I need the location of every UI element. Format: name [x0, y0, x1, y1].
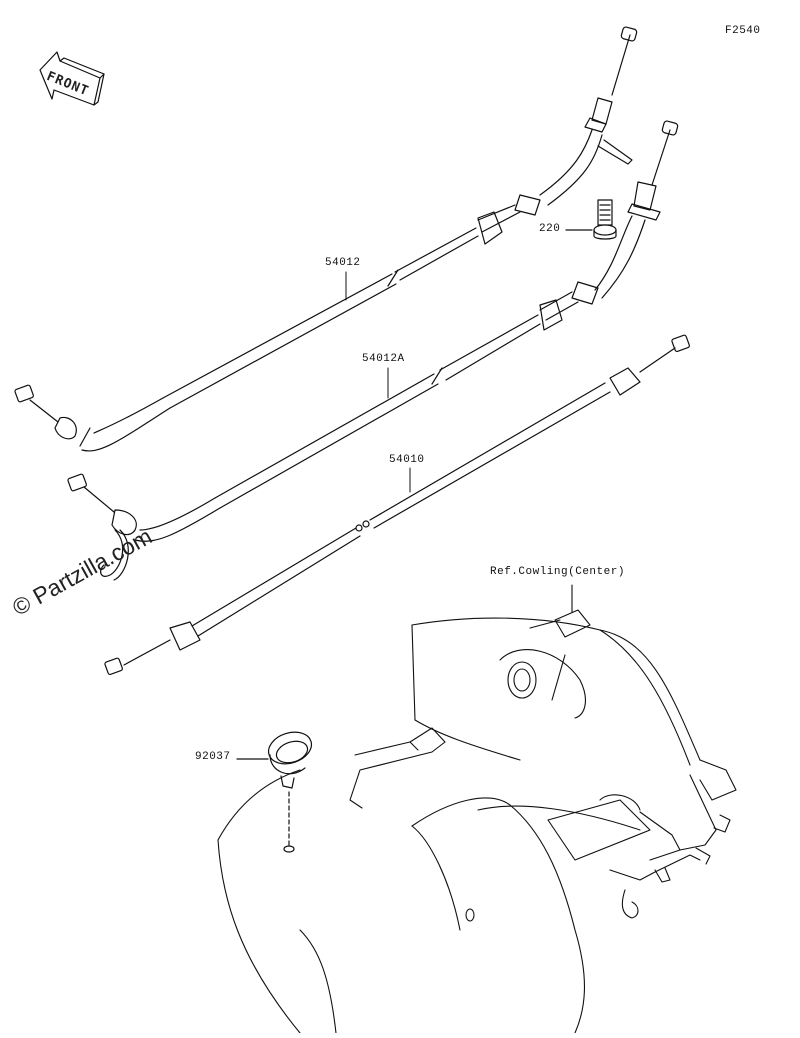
clutch-cable-54010 [104, 334, 690, 676]
throttle-cable-54012a [67, 120, 679, 581]
callout-54012[interactable]: 54012 [325, 257, 361, 269]
callout-54012a[interactable]: 54012A [362, 353, 405, 365]
front-arrow-icon [39, 51, 105, 106]
callout-ref-cowling[interactable]: Ref.Cowling(Center) [490, 566, 625, 578]
throttle-cable-54012 [14, 26, 638, 452]
callout-92037[interactable]: 92037 [195, 751, 231, 763]
callout-220[interactable]: 220 [539, 223, 561, 235]
cowling-center-reference [217, 584, 737, 1034]
bolt-220 [565, 199, 617, 240]
figure-code: F2540 [725, 25, 761, 37]
callout-54010[interactable]: 54010 [389, 454, 425, 466]
callout-leaders [345, 271, 411, 493]
clamp-92037 [236, 731, 313, 853]
